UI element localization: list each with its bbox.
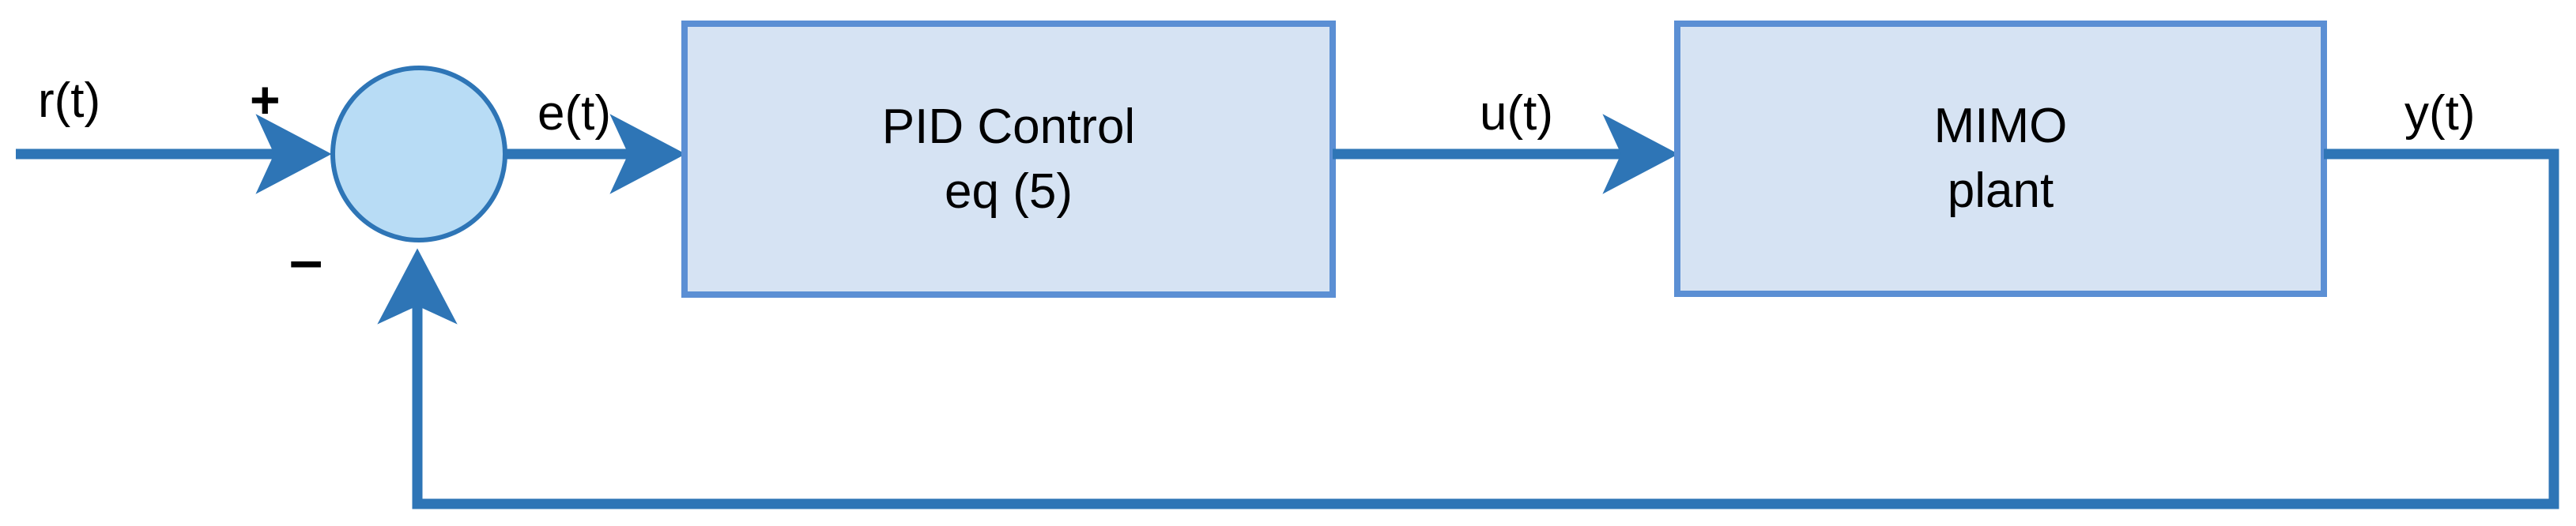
pid-controller-label: PID Control eq (5)	[685, 24, 1333, 295]
signal-label-control: u(t)	[1480, 86, 1553, 141]
signal-label-reference: r(t)	[38, 73, 101, 128]
connector-output-and-feedback	[377, 148, 2559, 509]
signal-label-error: e(t)	[537, 86, 611, 141]
mimo-plant-label-line-2: plant	[1947, 163, 2054, 218]
signal-label-output: y(t)	[2404, 86, 2476, 141]
pid-controller-block	[681, 21, 1336, 298]
pid-controller-label-line-2: eq (5)	[945, 163, 1073, 219]
mimo-plant-label-line-1: MIMO	[1933, 99, 2068, 154]
minus-sign: –	[289, 227, 323, 294]
pid-controller-label-line-1: PID Control	[881, 99, 1136, 154]
mimo-plant-label: MIMO plant	[1677, 24, 2324, 294]
plus-sign: +	[250, 70, 281, 129]
summing-junction-circle	[330, 66, 507, 242]
